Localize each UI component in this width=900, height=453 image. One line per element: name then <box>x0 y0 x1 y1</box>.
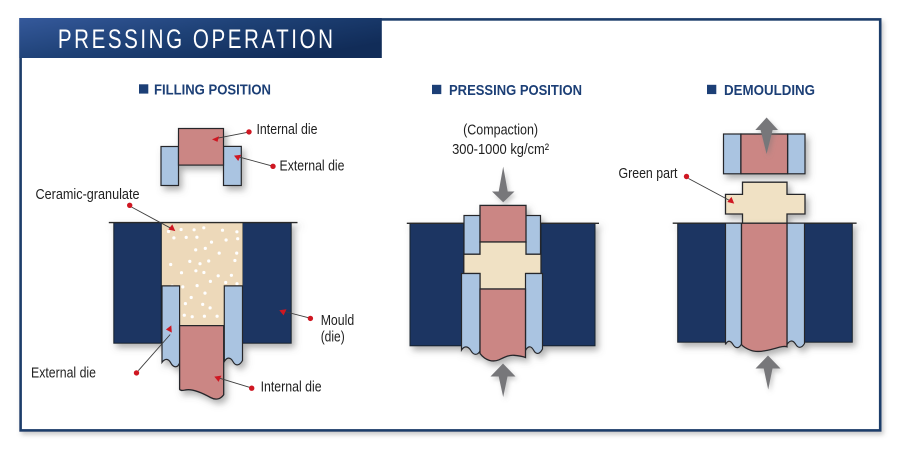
svg-text:DEMOULDING: DEMOULDING <box>724 82 815 99</box>
svg-text:Internal die: Internal die <box>257 121 318 138</box>
svg-text:(die): (die) <box>321 329 345 346</box>
svg-text:(Compaction): (Compaction) <box>463 121 538 138</box>
svg-text:Green part: Green part <box>619 165 679 182</box>
svg-text:300-1000 kg/cm²: 300-1000 kg/cm² <box>452 141 549 158</box>
svg-text:External die: External die <box>31 364 96 381</box>
svg-text:PRESSING OPERATION: PRESSING OPERATION <box>58 25 335 55</box>
svg-text:Internal die: Internal die <box>261 379 322 396</box>
svg-text:Mould: Mould <box>321 312 355 329</box>
svg-text:Ceramic-granulate: Ceramic-granulate <box>36 186 140 203</box>
svg-text:PRESSING POSITION: PRESSING POSITION <box>449 82 582 99</box>
svg-text:External die: External die <box>280 158 345 175</box>
svg-text:FILLING POSITION: FILLING POSITION <box>154 82 271 99</box>
